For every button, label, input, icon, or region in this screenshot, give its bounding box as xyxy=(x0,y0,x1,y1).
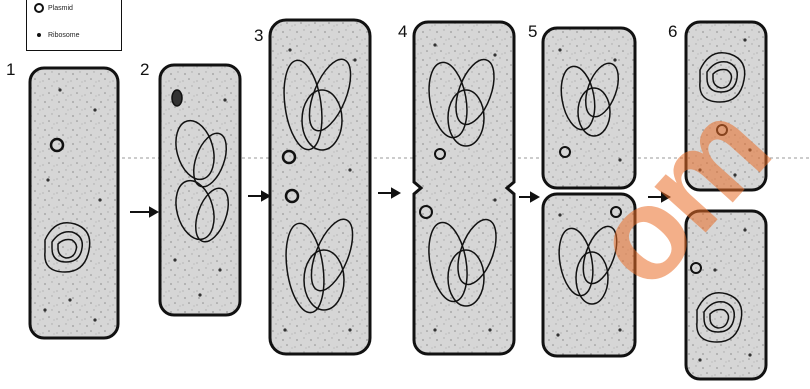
stage-number: 2 xyxy=(140,60,149,80)
legend-item-plasmid: Plasmid xyxy=(33,2,73,14)
stage-number: 4 xyxy=(398,22,407,42)
legend-label: Plasmid xyxy=(48,5,73,12)
plasmid-icon xyxy=(172,90,182,106)
cell-wall xyxy=(30,68,118,338)
cell-wall xyxy=(414,22,514,354)
cell-wall xyxy=(160,65,240,315)
ribosome-icon xyxy=(33,29,45,41)
legend: Plasmid Ribosome xyxy=(26,0,122,51)
stage-number: 5 xyxy=(528,22,537,42)
cell-stage-3 xyxy=(270,20,370,354)
arrow-4-5 xyxy=(519,193,538,201)
stage-number: 1 xyxy=(6,60,15,80)
arrow-1-2 xyxy=(130,208,157,216)
arrow-2-3 xyxy=(248,192,269,200)
cell-stage-2 xyxy=(160,65,240,315)
arrow-3-4 xyxy=(378,189,399,197)
stage-number: 3 xyxy=(254,26,263,46)
legend-item-ribosome: Ribosome xyxy=(33,29,80,41)
plasmid-icon xyxy=(33,2,45,14)
cell-stage-4 xyxy=(414,22,514,354)
cell-stage-1 xyxy=(30,68,118,338)
legend-label: Ribosome xyxy=(48,32,80,39)
stage-number: 6 xyxy=(668,22,677,42)
